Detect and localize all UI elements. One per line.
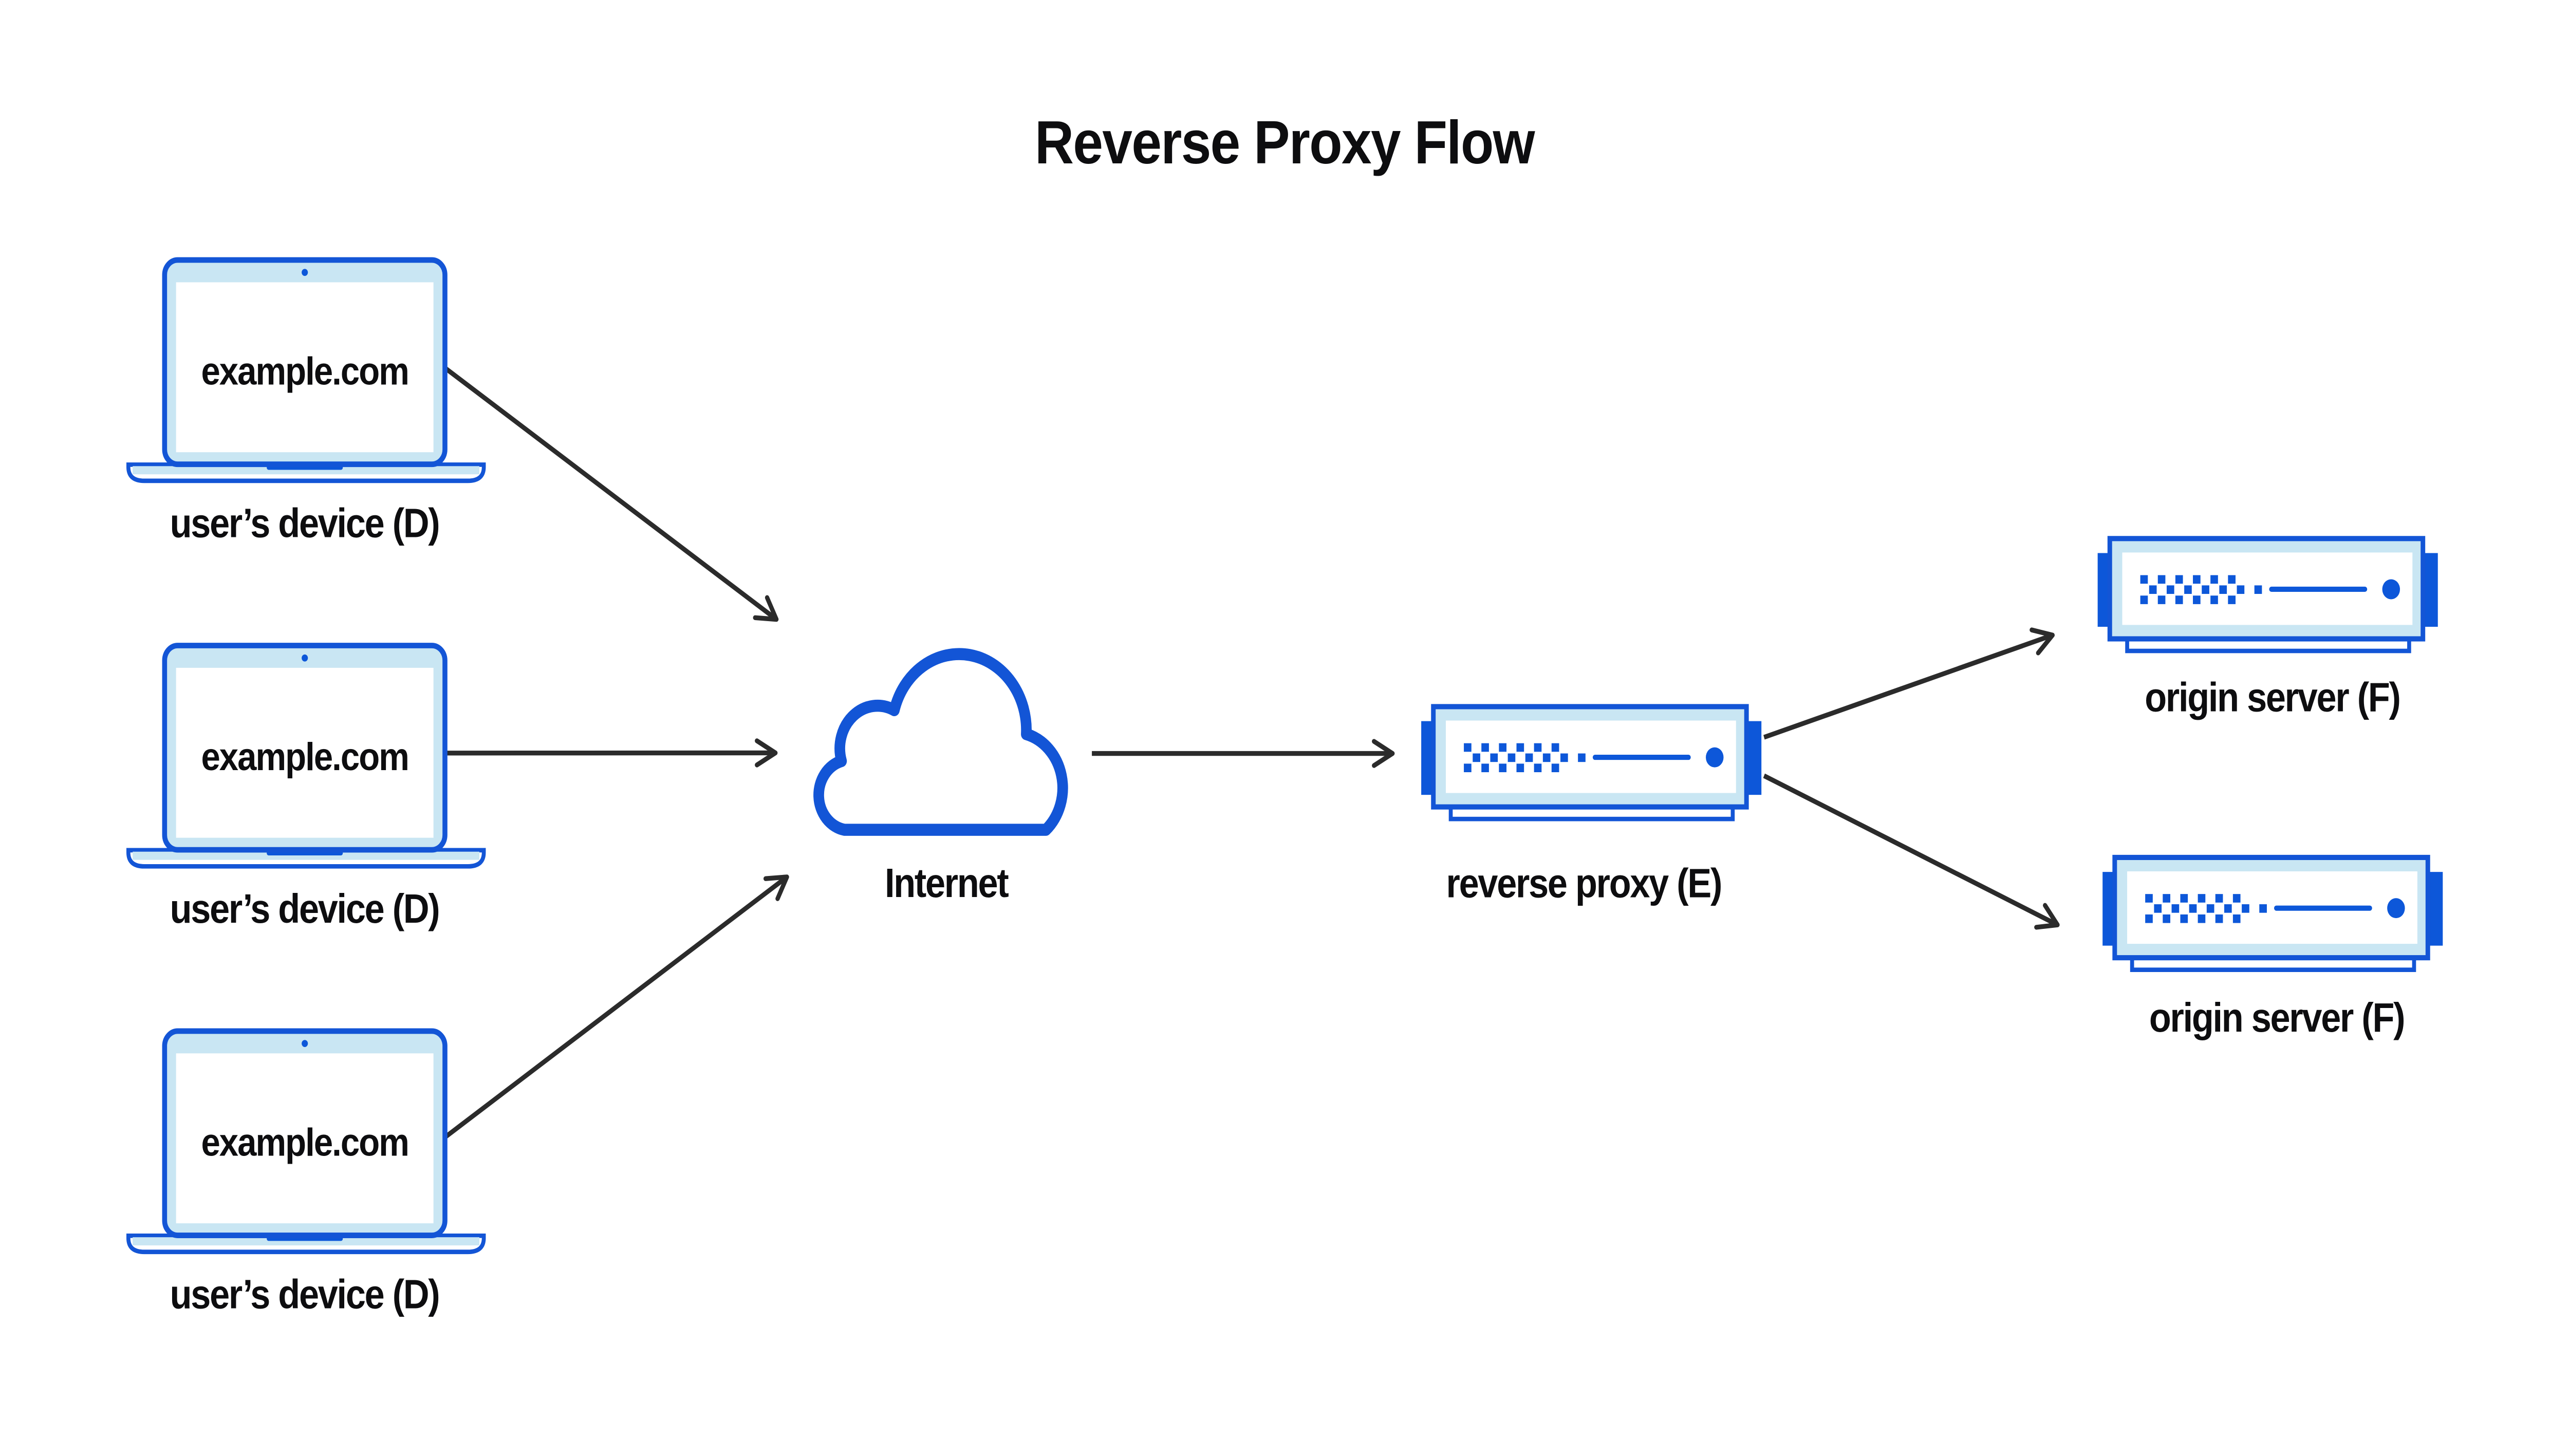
arrow-proxy-to-origin1	[1763, 627, 2055, 740]
device-label: user’s device (D)	[170, 1271, 439, 1317]
device-screen-text: example.com	[201, 350, 408, 394]
page-title: Reverse Proxy Flow	[1035, 108, 1535, 177]
node-user-device-3: example.com user’s device (D)	[128, 1031, 484, 1317]
device-label: user’s device (D)	[170, 500, 439, 546]
server-icon	[1421, 706, 1761, 819]
device-label: user’s device (D)	[170, 886, 439, 931]
node-origin-server-2: origin server (F)	[2102, 857, 2443, 1040]
node-origin-server-1: origin server (F)	[2098, 538, 2438, 720]
arrowhead-icon	[2030, 627, 2055, 656]
arrow-proxy-to-origin2	[1763, 773, 2060, 930]
arrow-device1-to-internet	[444, 366, 779, 622]
node-reverse-proxy: reverse proxy (E)	[1421, 706, 1761, 906]
arrow-device3-to-internet	[444, 874, 789, 1139]
arrowhead-icon	[763, 874, 789, 901]
node-internet: Internet	[813, 648, 1068, 906]
server-icon	[2098, 538, 2438, 651]
internet-label: Internet	[885, 860, 1009, 906]
arrowhead-icon	[1372, 739, 1395, 768]
arrowhead-icon	[753, 595, 779, 622]
arrow-internet-to-proxy	[1092, 739, 1395, 768]
reverse-proxy-label: reverse proxy (E)	[1446, 861, 1722, 906]
node-user-device-1: example.com user’s device (D)	[128, 260, 484, 546]
arrowhead-icon	[2034, 903, 2060, 930]
arrow-device2-to-internet	[445, 738, 778, 768]
origin-server-label: origin server (F)	[2145, 674, 2399, 720]
arrowhead-icon	[755, 738, 778, 768]
origin-server-label: origin server (F)	[2149, 995, 2404, 1040]
cloud-icon	[813, 648, 1068, 836]
server-icon	[2102, 857, 2443, 970]
node-user-device-2: example.com user’s device (D)	[128, 646, 484, 931]
device-screen-text: example.com	[201, 1121, 408, 1165]
edges	[444, 366, 2060, 1139]
device-screen-text: example.com	[201, 735, 408, 779]
